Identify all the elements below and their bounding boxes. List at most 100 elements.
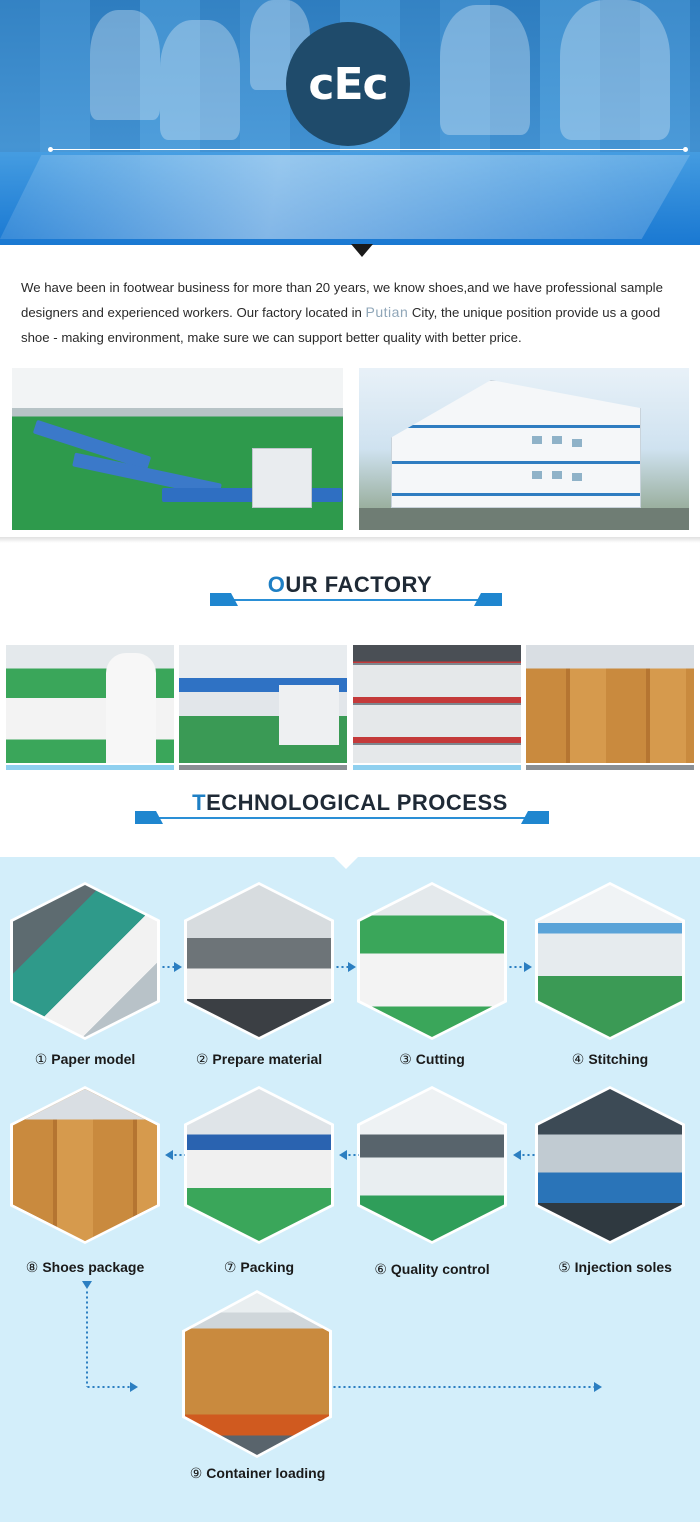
hex-photo (360, 1089, 504, 1241)
step-7-image (184, 1086, 334, 1244)
hex-photo (187, 1089, 331, 1241)
flow-connector (332, 1386, 594, 1388)
step-name: Shoes package (42, 1259, 145, 1275)
window (572, 439, 582, 447)
worker-silhouette (90, 10, 160, 120)
building-stripe (392, 461, 640, 464)
photo-underline (526, 765, 694, 770)
hex-photo (13, 885, 157, 1037)
window (572, 473, 582, 481)
heading-first-letter: O (267, 572, 286, 597)
factory-photo-cutting (6, 645, 174, 763)
hex-photo (360, 885, 504, 1037)
photo-underline (179, 765, 347, 770)
step-number: ③ (399, 1051, 412, 1067)
hex-photo (187, 885, 331, 1037)
photo-underline (353, 765, 521, 770)
hero-banner: cEc (0, 0, 700, 245)
factory-building (391, 380, 641, 508)
hex-photo (13, 1089, 157, 1241)
window (552, 436, 562, 444)
arrow-left-icon (513, 1150, 521, 1160)
hero-divider (48, 147, 688, 152)
flow-connector (86, 1386, 130, 1388)
arrow-down-icon (82, 1281, 92, 1289)
underline-cap-left (210, 593, 238, 606)
worker-silhouette (560, 0, 670, 140)
photo-underline (6, 765, 174, 770)
sewing-machine (252, 448, 312, 508)
arrow-right-icon (174, 962, 182, 972)
hex-photo (538, 885, 682, 1037)
ceiling (12, 368, 343, 408)
step-name: Packing (240, 1259, 295, 1275)
intro-paragraph: We have been in footwear business for mo… (21, 275, 691, 350)
step-name: Injection soles (574, 1259, 672, 1275)
workshop-photo (12, 368, 343, 530)
factory-photo-boxes (526, 645, 694, 763)
flow-connector (521, 1154, 535, 1156)
step-9-image (182, 1290, 332, 1458)
hero-band (0, 152, 700, 245)
factory-photo-shoe-rack (353, 645, 521, 763)
step-number: ② (195, 1051, 209, 1067)
section-notch (332, 855, 360, 869)
flow-connector (173, 1154, 185, 1156)
step-number: ⑥ (374, 1261, 387, 1277)
building-stripe (392, 493, 640, 496)
hex-photo (538, 1089, 682, 1241)
step-1-image (10, 882, 160, 1040)
window (552, 471, 562, 479)
step-name: Cutting (415, 1051, 465, 1067)
step-2-image (184, 882, 334, 1040)
intro-text-after: City, the unique position provide us a g… (21, 305, 661, 345)
arrow-right-icon (130, 1382, 138, 1392)
step-number: ⑨ (189, 1465, 203, 1481)
intro-city: Putian (365, 304, 409, 320)
heading-underline (210, 593, 502, 606)
window (532, 471, 542, 479)
logo-text: cEc (308, 58, 388, 110)
step-number: ④ (571, 1051, 585, 1067)
factory-photo-line (179, 645, 347, 763)
underline-cap-left (135, 811, 163, 824)
building-stripe (392, 425, 640, 428)
underline-cap-right (474, 593, 502, 606)
worker (106, 653, 156, 763)
step-name: Quality control (390, 1261, 490, 1277)
step-name: Prepare material (212, 1051, 323, 1067)
sewing-machine (279, 685, 339, 745)
ground (359, 508, 689, 530)
arrow-left-icon (339, 1150, 347, 1160)
step-name: Paper model (51, 1051, 136, 1067)
step-number: ⑤ (558, 1259, 571, 1275)
worker-silhouette (160, 20, 240, 140)
hero-glass-panel (0, 155, 690, 239)
arrow-right-icon (524, 962, 532, 972)
worker-silhouette (440, 5, 530, 135)
process-heading: TECHNOLOGICAL PROCESS (100, 790, 600, 816)
flow-connector (86, 1290, 88, 1387)
flow-connector (347, 1154, 359, 1156)
step-5-image (535, 1086, 685, 1244)
step-8-image (10, 1086, 160, 1244)
step-4-image (535, 882, 685, 1040)
window (532, 436, 542, 444)
hex-photo (185, 1293, 329, 1455)
down-arrow-icon (351, 244, 373, 257)
photo-shadow (0, 537, 700, 543)
step-number: ① (34, 1051, 48, 1067)
heading-first-letter: T (192, 790, 207, 815)
company-logo: cEc (286, 22, 410, 146)
arrow-left-icon (165, 1150, 173, 1160)
building-photo (359, 368, 689, 530)
heading-rest: ECHNOLOGICAL PROCESS (206, 790, 508, 815)
underline-line (135, 817, 549, 819)
step-name: Container loading (206, 1465, 326, 1481)
underline-line (210, 599, 502, 601)
